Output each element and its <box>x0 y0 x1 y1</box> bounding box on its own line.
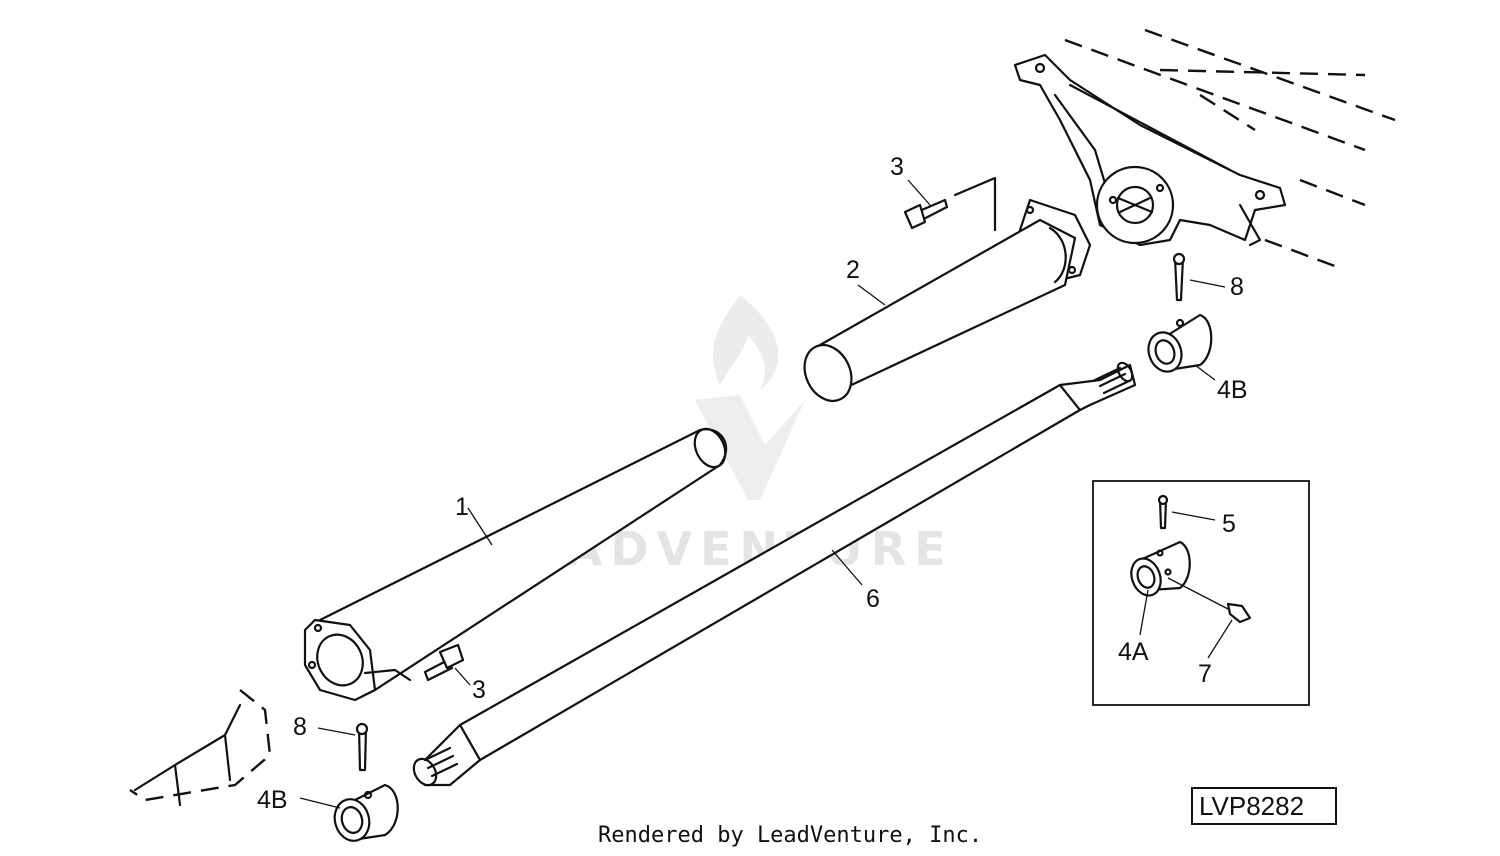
bolt-part-3-bottom <box>363 643 465 682</box>
lower-left-bracket <box>129 689 272 807</box>
upper-tube-part-2 <box>803 198 1092 402</box>
diagram-code: LVP8282 <box>1199 791 1304 821</box>
pin-part-8-top <box>1172 252 1186 302</box>
pin-part-8-bottom <box>355 722 369 772</box>
drive-shaft-part-6 <box>412 361 1137 787</box>
leader-lines <box>299 179 1233 809</box>
callout-7: 7 <box>1198 660 1212 688</box>
callout-4b-top: 4B <box>1217 376 1248 404</box>
footer-credit: Rendered by LeadVenture, Inc. <box>598 823 982 848</box>
callout-1: 1 <box>455 493 469 521</box>
bolt-part-3-top <box>903 176 997 232</box>
leadventure-logo-watermark <box>695 295 805 500</box>
bushing-part-4b-top <box>1147 313 1213 373</box>
inset-detail-box <box>1092 480 1310 706</box>
callout-5: 5 <box>1222 510 1236 538</box>
callout-8-top: 8 <box>1230 273 1244 301</box>
lower-tube-part-1 <box>303 427 728 702</box>
callout-4b-bottom: 4B <box>257 786 288 814</box>
bushing-part-4b-bottom <box>333 783 399 842</box>
callout-3-top: 3 <box>890 153 904 181</box>
callout-3-bottom: 3 <box>472 676 486 704</box>
callout-4a: 4A <box>1118 638 1149 666</box>
diagram-code-box: LVP8282 <box>1191 787 1337 825</box>
callout-2: 2 <box>846 256 860 284</box>
frame-bracket <box>1013 28 1396 270</box>
callout-8-bottom: 8 <box>293 713 307 741</box>
callout-6: 6 <box>866 585 880 613</box>
